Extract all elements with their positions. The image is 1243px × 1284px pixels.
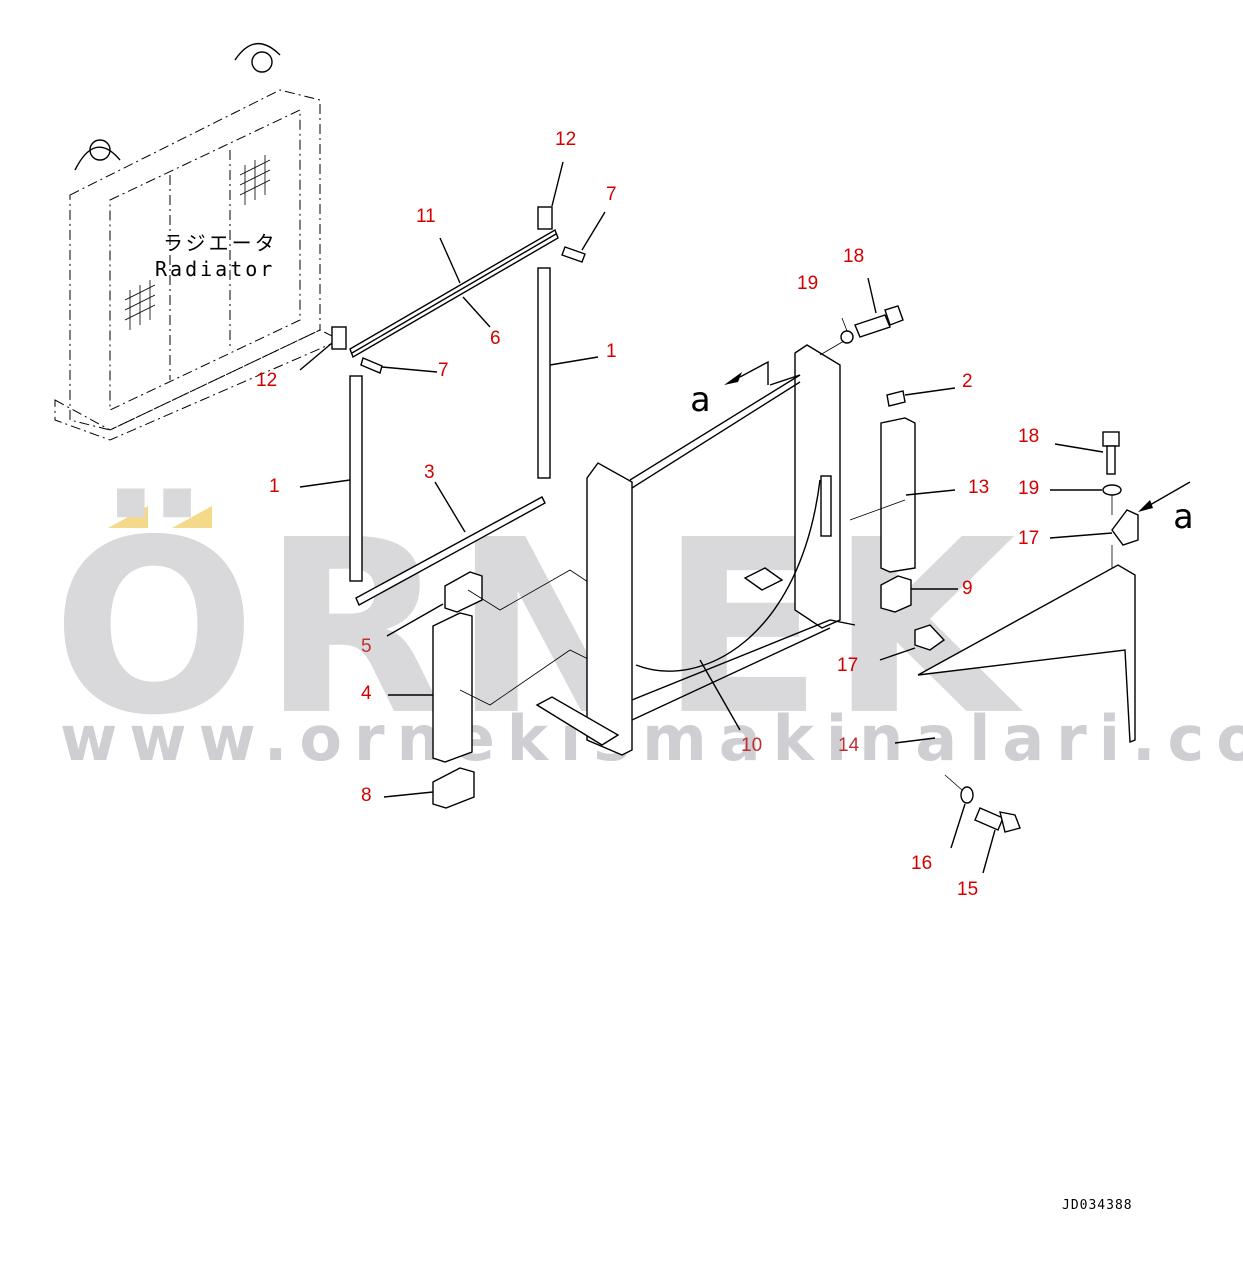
radiator-label-en: Radiator <box>155 257 276 281</box>
callout-14[interactable]: 14 <box>838 735 860 756</box>
callout-17-lower[interactable]: 17 <box>837 655 859 676</box>
callout-17-upper[interactable]: 17 <box>1018 528 1040 549</box>
callout-4[interactable]: 4 <box>361 683 372 704</box>
callout-19-right[interactable]: 19 <box>1018 478 1040 499</box>
callout-18-right[interactable]: 18 <box>1018 426 1040 447</box>
radiator-label-jp: ラジエータ <box>163 231 278 255</box>
callout-9[interactable]: 9 <box>962 578 973 599</box>
callout-7-left[interactable]: 7 <box>438 360 449 381</box>
watermark-url: www.ornekismakinalari.com.tr <box>60 702 1243 775</box>
callout-11[interactable]: 11 <box>416 206 436 227</box>
callout-3[interactable]: 3 <box>424 462 435 483</box>
callout-6[interactable]: 6 <box>490 328 501 349</box>
drawing-number: JD034388 <box>1062 1198 1133 1213</box>
radiator-frame <box>535 344 856 756</box>
callout-10[interactable]: 10 <box>741 735 763 756</box>
view-marker-a-upper: a <box>690 380 711 420</box>
callout-16[interactable]: 16 <box>911 853 933 874</box>
callout-13[interactable]: 13 <box>968 477 990 498</box>
view-marker-a-right: a <box>1173 497 1194 537</box>
callout-12-upper[interactable]: 12 <box>555 129 577 150</box>
callout-2[interactable]: 2 <box>962 371 973 392</box>
callout-7-right[interactable]: 7 <box>606 184 617 205</box>
watermark-brand: ÖRNEK <box>52 488 1022 768</box>
callout-19-upper[interactable]: 19 <box>797 273 819 294</box>
callout-8[interactable]: 8 <box>361 785 372 806</box>
reference-radiator-outline <box>54 43 342 441</box>
callout-1-left[interactable]: 1 <box>269 476 280 497</box>
callout-5[interactable]: 5 <box>361 636 372 657</box>
callout-1-right[interactable]: 1 <box>606 341 617 362</box>
callout-18-upper[interactable]: 18 <box>843 246 865 267</box>
callout-12-left[interactable]: 12 <box>256 370 278 391</box>
callout-15[interactable]: 15 <box>957 879 979 900</box>
